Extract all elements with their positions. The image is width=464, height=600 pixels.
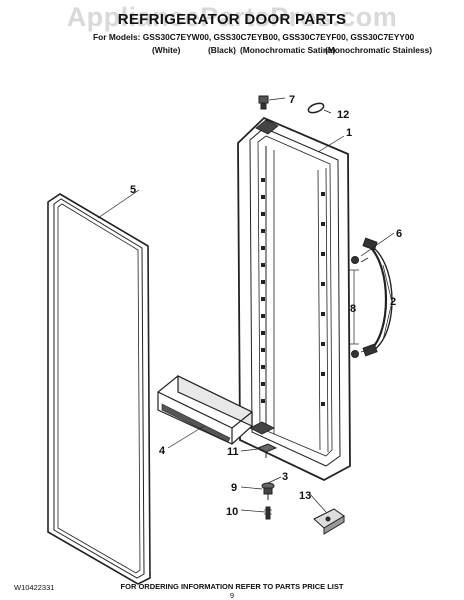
door-assembly (237, 116, 351, 482)
document-code: W10422331 (14, 583, 55, 592)
bottom-hinge-parts (256, 443, 345, 535)
variant-white: (White) (152, 45, 181, 55)
callout-5: 5 (130, 184, 136, 196)
callout-13: 13 (299, 490, 311, 502)
ordering-note: FOR ORDERING INFORMATION REFER TO PARTS … (120, 582, 344, 591)
page-title: REFRIGERATOR DOOR PARTS (117, 11, 347, 28)
top-hinge-parts (258, 95, 325, 114)
variant-monochromatic-stainless: (Monochromatic Stainless) (325, 45, 433, 55)
model-list: For Models: GSS30C7EYW00, GSS30C7EYB00, … (93, 32, 415, 42)
callout-8: 8 (350, 303, 356, 315)
handle-screws (351, 256, 369, 358)
callout-12: 12 (337, 109, 349, 121)
leader-lines (97, 97, 395, 513)
callout-7: 7 (289, 94, 295, 106)
variant-monochromatic-satina: (Monochromatic Satina) (240, 45, 336, 55)
callout-3: 3 (282, 471, 288, 483)
callout-9: 9 (231, 482, 237, 494)
shelf-supports (261, 178, 325, 406)
watermark: AppliancePartsPros.com (66, 2, 398, 32)
variant-black: (Black) (208, 45, 236, 55)
callout-4: 4 (159, 445, 166, 457)
callout-11: 11 (227, 446, 239, 458)
callout-2: 2 (390, 296, 396, 308)
callout-6: 6 (396, 228, 402, 240)
door-bin (157, 375, 253, 445)
callout-1: 1 (346, 127, 352, 139)
callout-10: 10 (226, 506, 238, 518)
door-handle (362, 237, 393, 357)
callout-numbers: 1 2 3 4 5 6 7 8 9 10 11 12 13 (130, 94, 402, 518)
door-gasket (47, 193, 151, 585)
page-number: 9 (229, 591, 235, 600)
